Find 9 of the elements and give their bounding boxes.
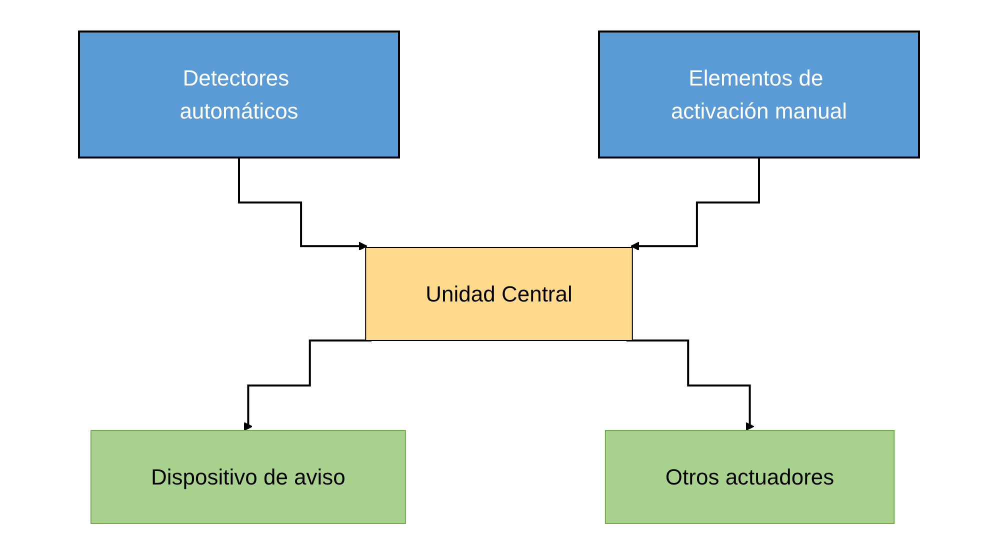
node-box: Dispositivo de aviso [90, 430, 406, 524]
arrow [630, 156, 760, 251]
arrow [244, 340, 372, 431]
arrow [238, 156, 368, 251]
node-box: Elementos de activación manual [598, 30, 920, 158]
node-box: Unidad Central [365, 247, 633, 341]
arrow [626, 340, 754, 431]
node-box: Otros actuadores [604, 430, 895, 524]
node-box: Detectores automáticos [78, 30, 400, 158]
